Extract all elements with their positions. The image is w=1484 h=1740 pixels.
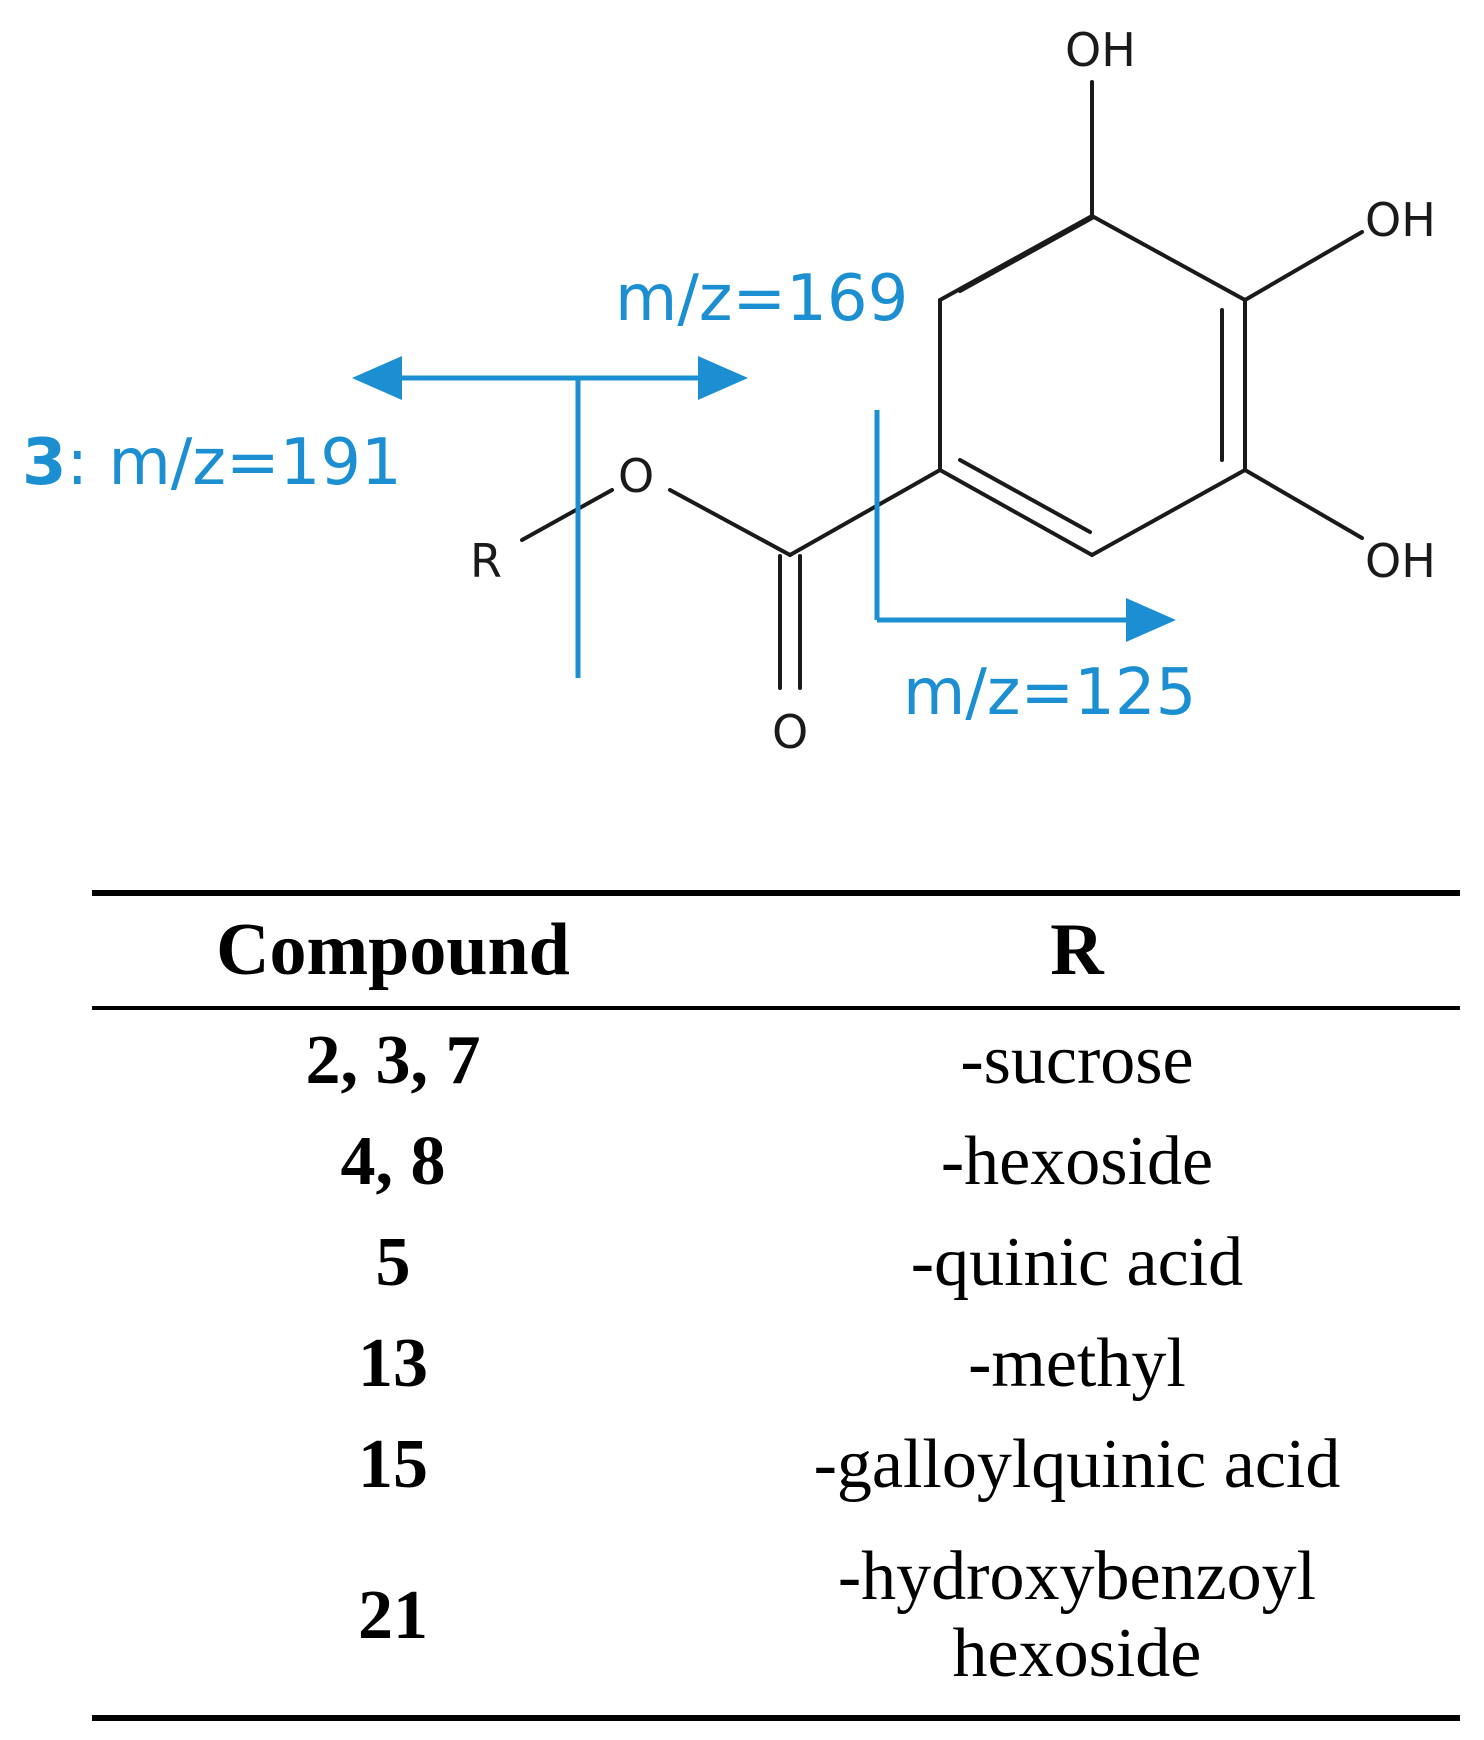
compound-cell: 2, 3, 7 [305, 1022, 481, 1099]
compound-cell: 4, 8 [340, 1123, 446, 1200]
ester-oxygen-label: O [618, 449, 654, 503]
compound-cell: 13 [357, 1325, 428, 1402]
ring-bond [1090, 214, 1247, 302]
arrowhead-left [352, 356, 402, 400]
r-cell: -quinic acid [910, 1224, 1244, 1301]
table-row: 15 -galloylquinic acid [92, 1414, 1460, 1515]
table-row: 2, 3, 7 -sucrose [92, 1008, 1460, 1111]
r-cell: -hexoside [940, 1123, 1214, 1200]
r-cell: -galloylquinic acid [813, 1426, 1341, 1503]
oh-bond-right [1243, 230, 1364, 302]
compound-r-group-table: Compound R 2, 3, 7 -sucrose 4, 8 -hexosi… [92, 890, 1460, 1721]
fragmentation-markers [390, 375, 1130, 678]
r-cell-line-1: -hydroxybenzoyl [837, 1538, 1317, 1615]
ring-double-bond [958, 458, 1092, 534]
mz-label-191: 3: m/z=191 [22, 426, 402, 500]
header-r: R [1050, 909, 1104, 992]
compound-cell: 5 [375, 1224, 411, 1301]
r-group-label: R [470, 534, 502, 588]
ring-to-carbonyl-bond [788, 468, 942, 557]
table-row: 4, 8 -hexoside [92, 1111, 1460, 1212]
table-header-row: Compound R [92, 893, 1460, 1008]
arrowhead-right-169 [698, 356, 748, 400]
table-row: 13 -methyl [92, 1313, 1460, 1414]
mz-label-169: m/z=169 [615, 262, 908, 336]
oh-label-bottom: OH [1365, 534, 1436, 588]
r-cell: -hydroxybenzoyl hexoside [694, 1515, 1460, 1718]
arrowhead-right-125 [1126, 598, 1176, 642]
mz-label-125: m/z=125 [903, 656, 1196, 730]
chemical-structure-diagram: OH OH OH O O R 3: m/z=191 m/z=169 m/z=12… [22, 23, 1436, 759]
ring-bond [1090, 468, 1247, 557]
molecule-bonds [520, 80, 1364, 690]
ester-o-to-r-bond [520, 488, 614, 542]
carbonyl-to-ester-o-bond [668, 488, 792, 557]
table-row: 5 -quinic acid [92, 1212, 1460, 1313]
r-cell: -sucrose [960, 1022, 1194, 1099]
compound-cell: 21 [357, 1576, 428, 1654]
table-row: 21 -hydroxybenzoyl hexoside [92, 1515, 1460, 1718]
r-cell: -methyl [968, 1325, 1186, 1402]
r-cell-line-2: hexoside [952, 1615, 1202, 1692]
ring-double-bond [958, 216, 1094, 293]
header-compound: Compound [216, 909, 570, 992]
arrowheads [352, 356, 1176, 642]
oh-label-top: OH [1065, 23, 1136, 77]
oh-bond-bottom [1243, 468, 1364, 540]
oh-label-right: OH [1365, 193, 1436, 247]
carbonyl-oxygen-label: O [772, 705, 808, 759]
compound-cell: 15 [357, 1426, 428, 1503]
ring-bond [938, 468, 1094, 557]
